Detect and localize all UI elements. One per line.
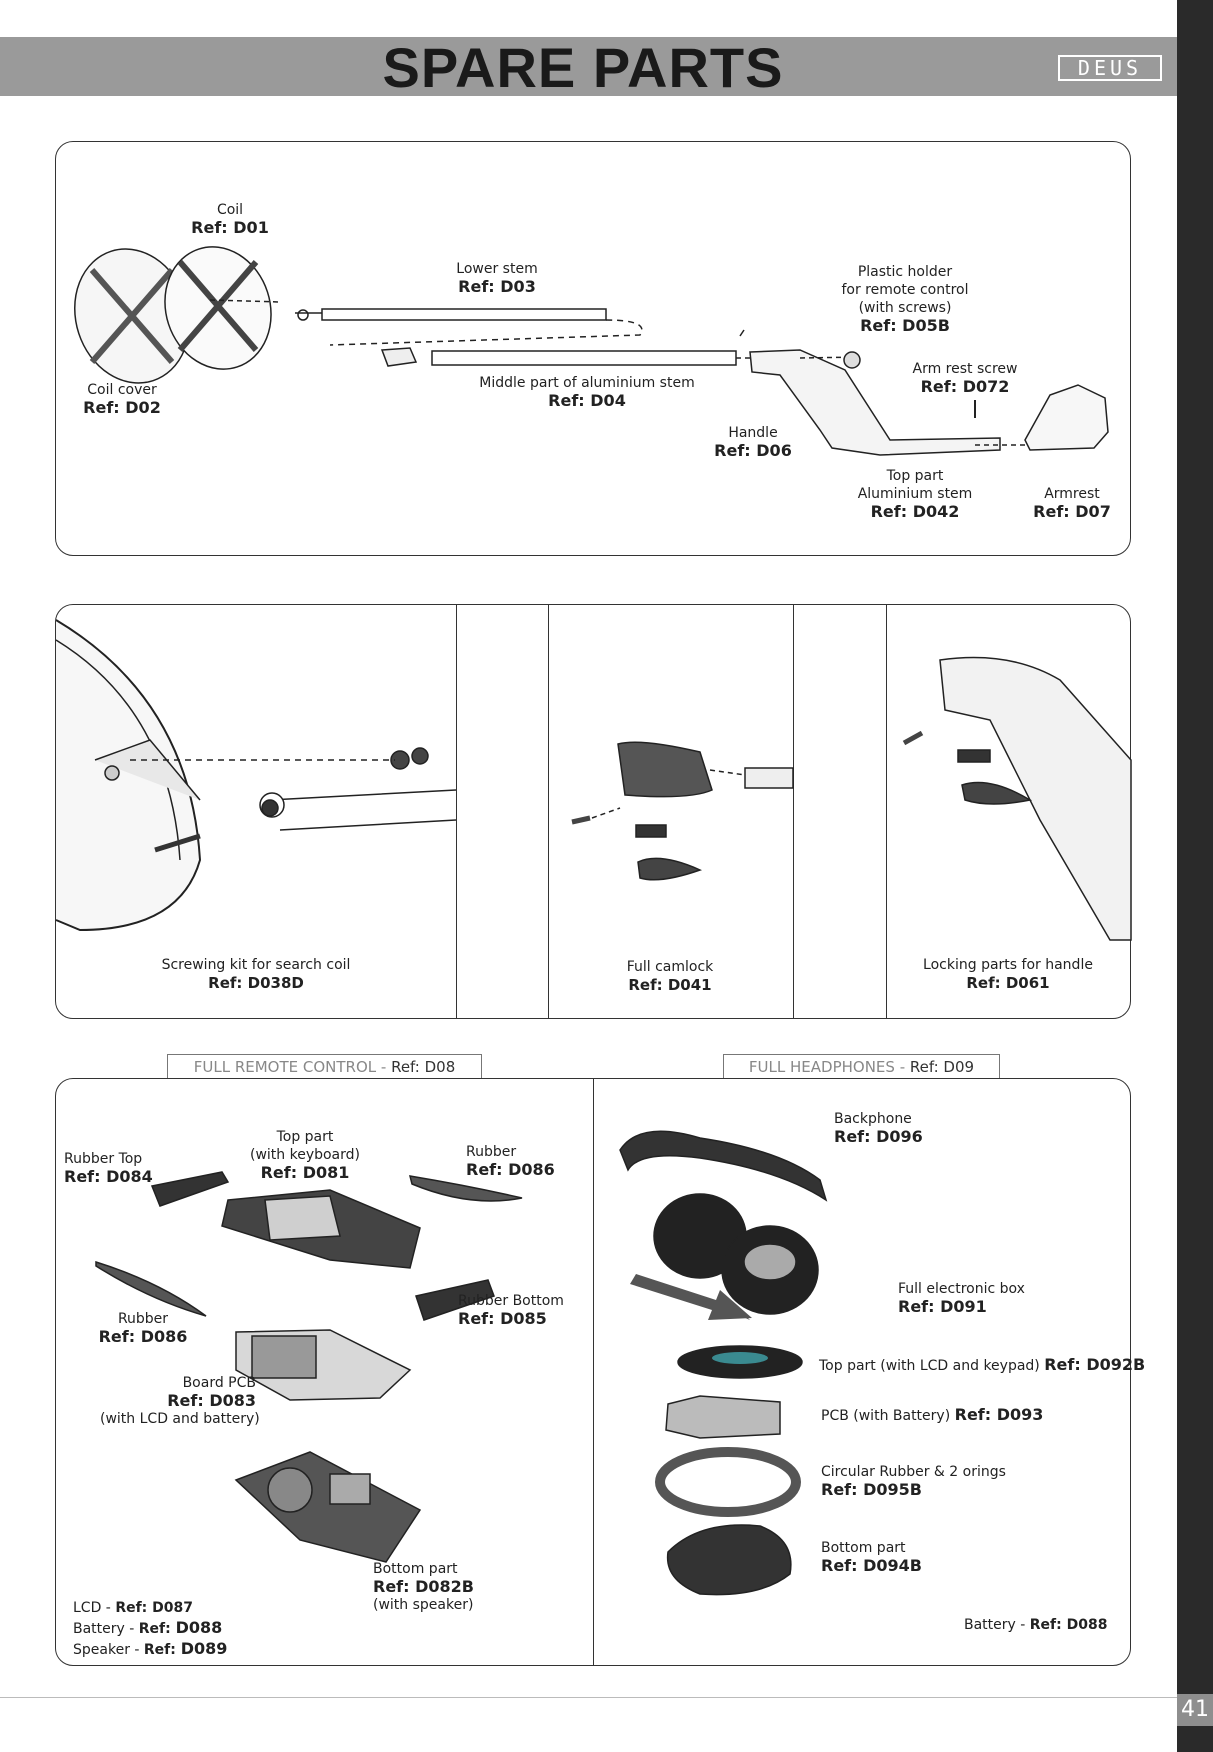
rubber-bottom-drawing bbox=[415, 1279, 495, 1321]
kits-divider-2 bbox=[548, 605, 549, 1018]
header-band bbox=[0, 37, 1177, 96]
handle-drawing bbox=[749, 349, 1001, 456]
footer-rule bbox=[0, 1697, 1177, 1698]
remote-small-parts-list: LCD - Ref: D087 Battery - Ref: D088 Spea… bbox=[73, 1598, 227, 1660]
lower-stem-drawing bbox=[321, 308, 607, 321]
lcd-ref: LCD - Ref: D087 bbox=[73, 1600, 193, 1616]
remote-headphones-divider bbox=[593, 1079, 594, 1665]
detector-assembly-panel bbox=[55, 141, 1131, 556]
kits-divider-3 bbox=[793, 605, 794, 1018]
top-part-keyboard-label: Top part(with keyboard)Ref: D081 bbox=[249, 1129, 360, 1182]
speaker-ref: Speaker - Ref: D089 bbox=[73, 1639, 228, 1658]
hp-bottom-part-drawing bbox=[666, 1524, 792, 1596]
camlock-drawing bbox=[617, 741, 713, 798]
hp-pcb-drawing bbox=[665, 1395, 781, 1439]
headphones-tab: FULL HEADPHONES - Ref: D09 bbox=[723, 1054, 1000, 1078]
kits-divider-1 bbox=[456, 605, 457, 1018]
rubber-top-drawing bbox=[150, 1171, 230, 1207]
remote-control-tab: FULL REMOTE CONTROL - Ref: D08 bbox=[167, 1054, 482, 1078]
direction-arrow bbox=[630, 1274, 752, 1320]
armrest-drawing bbox=[1024, 384, 1109, 451]
remote-headphones-panel bbox=[55, 1078, 1131, 1666]
rubber-left-drawing bbox=[95, 1260, 207, 1317]
kits-illustration bbox=[55, 619, 1132, 941]
page-title: SPARE PARTS bbox=[382, 36, 784, 99]
headphones-illustration bbox=[619, 1130, 828, 1596]
kits-divider-4 bbox=[886, 605, 887, 1018]
backphone-drawing bbox=[619, 1130, 828, 1202]
rubber-right-drawing bbox=[408, 1175, 523, 1202]
page-number: 41 bbox=[1177, 1694, 1213, 1726]
battery-remote-ref: Battery - Ref: D088 bbox=[73, 1618, 223, 1637]
hp-battery-label: Battery - Ref: D088 bbox=[964, 1617, 1108, 1633]
hp-top-part-label: Top part (with LCD and keypad) Ref: D092… bbox=[819, 1355, 1146, 1375]
deus-logo: DEUS bbox=[1058, 55, 1162, 81]
handle-closeup-drawing bbox=[939, 656, 1132, 941]
detector-assembly-illustration bbox=[73, 246, 1109, 456]
circular-rubber-drawing bbox=[655, 1447, 801, 1517]
remote-illustration bbox=[95, 1171, 523, 1563]
coil-closeup-drawing bbox=[55, 619, 202, 932]
sidebar-strip bbox=[1177, 0, 1213, 1752]
hp-pcb-label: PCB (with Battery) Ref: D093 bbox=[821, 1405, 1044, 1425]
